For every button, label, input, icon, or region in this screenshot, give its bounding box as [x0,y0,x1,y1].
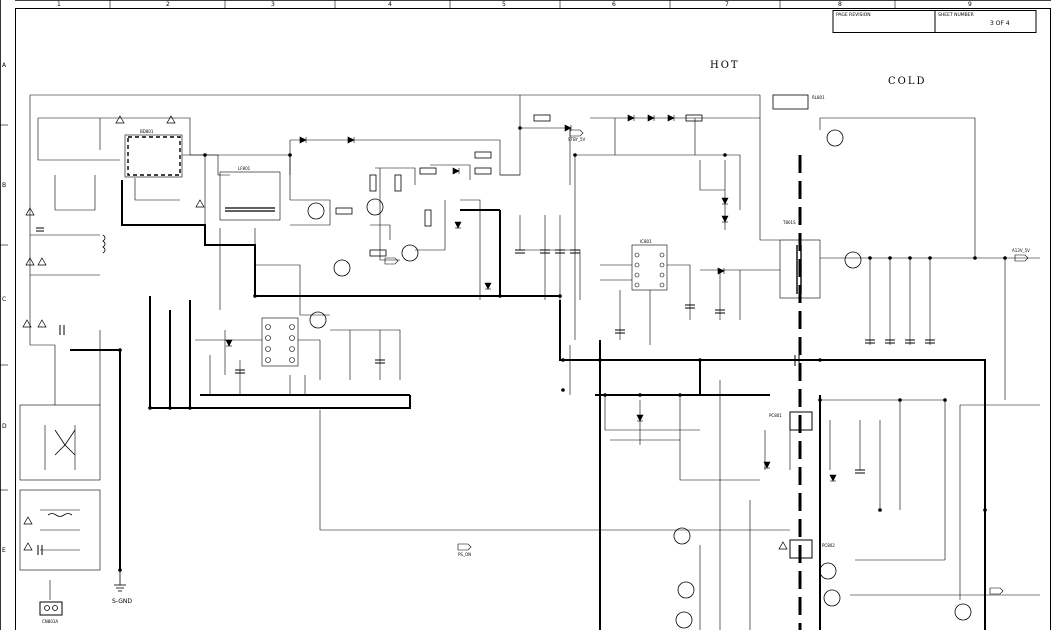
ruler-col-8: 8 [838,1,842,8]
page-revision-label: PAGE REVISION [836,12,871,18]
ground-label: S-GND [112,598,132,605]
transistor-symbols [307,129,972,629]
optocoupler-2 [789,539,813,559]
optocoupler-2-label: PC802 [822,543,835,548]
connector-pin-1 [44,605,50,611]
ruler-col-3: 3 [271,1,275,8]
junction-dots [118,126,1007,572]
pson-net-label: PS_ON [458,552,471,557]
cold-region-label: COLD [888,76,927,87]
capacitor-symbols [36,227,935,555]
ruler-col-4: 4 [388,1,392,8]
input-connector-label: CN801A [42,619,58,624]
pfc-ic-label: IC801 [640,239,652,244]
thick-wires [70,180,986,630]
relay-label: RL801 [812,95,825,100]
ruler-col-6: 6 [612,1,616,8]
transformer-core [796,245,802,294]
row-ruler [0,124,8,491]
thin-wires [19,94,1040,630]
ruler-col-9: 9 [968,1,972,8]
ruler-col-1: 1 [57,1,61,8]
ruler-row-e: E [2,547,6,554]
ground-symbol [114,570,126,592]
diode-symbols [225,114,837,482]
net-arrows [384,129,1029,595]
transformer-label: T801S [782,220,796,225]
ruler-row-b: B [2,182,6,189]
ic801-pins [634,252,665,288]
coil-symbols [47,234,106,517]
title-block [832,10,1037,33]
choke-label: LF801 [238,166,251,171]
ic803-pins [265,324,295,363]
ruler-row-c: C [2,296,6,303]
stby-net-label: STBY_5V [568,137,585,142]
choke-windings [225,207,275,212]
bridge-label: BD801 [140,129,154,134]
bridge-outline [127,136,181,176]
warning-icon-group [22,115,788,551]
hot-region-label: HOT [710,60,740,71]
input-connector [39,601,63,616]
ruler-row-d: D [2,423,7,430]
column-ruler [109,0,896,8]
ruler-col-7: 7 [725,1,729,8]
optocoupler-1-label: PC801 [769,413,782,418]
sheet-number-value: 3 OF 4 [990,20,1010,27]
resistor-symbols [335,114,703,257]
relay-symbol [772,94,809,110]
ruler-col-2: 2 [166,1,170,8]
ruler-col-5: 5 [502,1,506,8]
optocoupler-1 [789,411,813,431]
output-net-label: A13V_5V [1012,248,1030,253]
sheet-number-label: SHEET NUMBER [938,12,974,18]
ruler-row-a: A [2,62,7,69]
connector-pin-2 [52,605,58,611]
